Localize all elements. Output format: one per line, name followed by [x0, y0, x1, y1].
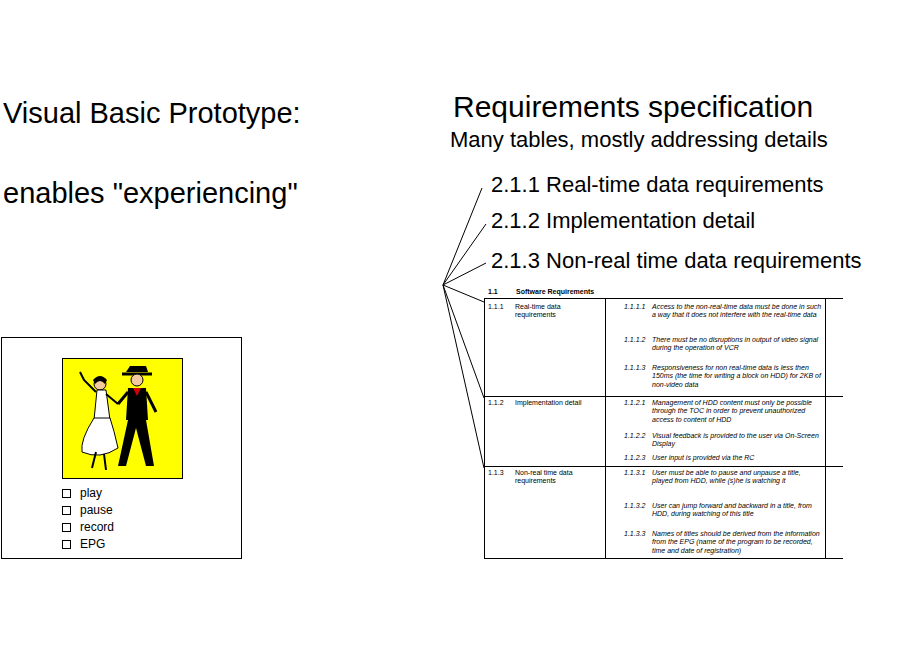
table-cell: User input is provided via the RC — [652, 454, 822, 462]
label-holder: Names of titles should be derived from t… — [652, 530, 822, 555]
table-cell: 1.1.3 — [488, 469, 504, 477]
checkbox — [63, 524, 71, 532]
label-holder: Management of HDD content must only be p… — [652, 399, 822, 424]
table-cell: 1.1.3.2 — [624, 502, 645, 510]
checkbox — [63, 490, 71, 498]
menu-item: record — [80, 519, 114, 536]
label-holder: 1.1.2.2 — [624, 432, 645, 440]
table-cell: 1.1.1.1 — [624, 303, 645, 311]
menu-item: EPG — [80, 536, 114, 553]
label-holder: 1.1.2.3 — [624, 454, 645, 462]
label-holder: 1.1.3.2 — [624, 502, 645, 510]
table-cell: Software Requirements — [516, 288, 594, 296]
label-holder: Real-time data requirements — [515, 303, 601, 320]
table-cell: 1.1.3.1 — [624, 469, 645, 477]
leader-line — [443, 188, 482, 285]
table-cell: 1.1.1.3 — [624, 364, 645, 372]
leader-line — [443, 263, 486, 285]
table-cell: 1.1.2.3 — [624, 454, 645, 462]
table-cell: User must be able to pause and unpause a… — [652, 469, 822, 486]
label-holder: User can jump forward and backward in a … — [652, 502, 822, 519]
table-cell: 1.1.1 — [488, 303, 504, 311]
label-holder: 1.1.3.1 — [624, 469, 645, 477]
label-holder: User must be able to pause and unpause a… — [652, 469, 822, 486]
label-holder: Non-real time data requirements — [515, 469, 601, 486]
section-label: 2.1.3 Non-real time data requirements — [491, 248, 862, 273]
label-holder: Requirements specification — [453, 90, 813, 125]
checkbox — [63, 507, 71, 515]
label-holder: 1.1.1.3 — [624, 364, 645, 372]
leader-line — [443, 224, 486, 285]
label-holder: 2.1.1 Real-time data requirements — [491, 172, 824, 197]
label-holder: User input is provided via the RC — [652, 454, 822, 462]
label-holder: 1.1.1.1 — [624, 303, 645, 311]
label-holder: 1.1.3.3 — [624, 530, 645, 538]
table-cell: 1.1 — [488, 288, 498, 296]
section-label: 2.1.2 Implementation detail — [491, 208, 755, 233]
label-holder: enables "experiencing" — [3, 177, 298, 210]
prototype-window: playpauserecordEPG — [1, 337, 242, 559]
table-cell: 1.1.1.2 — [624, 336, 645, 344]
heading-text: enables "experiencing" — [3, 177, 298, 210]
dancers-illustration — [63, 359, 183, 479]
table-cell: Names of titles should be derived from t… — [652, 530, 822, 555]
table-cell: Visual feedback is provided to the user … — [652, 432, 822, 449]
leader-line — [443, 285, 484, 302]
checkbox — [63, 541, 71, 549]
label-holder: 1.1 — [488, 288, 498, 296]
table-cell: Non-real time data requirements — [515, 469, 601, 486]
leader-line — [443, 285, 484, 398]
menu-list: playpauserecordEPG — [80, 485, 114, 553]
table-cell: Implementation detail — [515, 399, 601, 407]
leader-line — [443, 285, 484, 468]
table-cell: 1.1.2.1 — [624, 399, 645, 407]
label-holder: 1.1.1.2 — [624, 336, 645, 344]
table-grid — [484, 298, 843, 559]
table-cell: Management of HDD content must only be p… — [652, 399, 822, 424]
table-cell: Responsiveness for non real-time data is… — [652, 364, 822, 389]
label-holder: 1.1.3 — [488, 469, 504, 477]
label-holder: 1.1.2 — [488, 399, 504, 407]
label-holder: Software Requirements — [516, 288, 594, 296]
table-cell: User can jump forward and backward in a … — [652, 502, 822, 519]
table-cell: 1.1.3.3 — [624, 530, 645, 538]
label-holder: 1.1.2.1 — [624, 399, 645, 407]
table-cell: Real-time data requirements — [515, 303, 601, 320]
checkbox-column — [60, 485, 80, 557]
label-holder: Access to the non-real-time data must be… — [652, 303, 822, 320]
label-holder: There must be no disruptions in output o… — [652, 336, 822, 353]
fan-lines — [443, 188, 486, 468]
subheading-text: Many tables, mostly addressing details — [450, 127, 828, 152]
label-holder: Visual Basic Prototype: — [3, 97, 301, 130]
section-label: 2.1.1 Real-time data requirements — [491, 172, 824, 197]
heading-text: Requirements specification — [453, 90, 813, 125]
table-cell: 1.1.2 — [488, 399, 504, 407]
label-holder: Visual feedback is provided to the user … — [652, 432, 822, 449]
menu-item: play — [80, 485, 114, 502]
label-holder: Responsiveness for non real-time data is… — [652, 364, 822, 389]
menu-item: pause — [80, 502, 114, 519]
label-holder: 1.1.1 — [488, 303, 504, 311]
table-cell: 1.1.2.2 — [624, 432, 645, 440]
heading-text: Visual Basic Prototype: — [3, 97, 301, 130]
table-cell: There must be no disruptions in output o… — [652, 336, 822, 353]
table-cell: Access to the non-real-time data must be… — [652, 303, 822, 320]
label-holder: Implementation detail — [515, 399, 601, 407]
label-holder: 2.1.2 Implementation detail — [491, 208, 755, 233]
label-holder: 2.1.3 Non-real time data requirements — [491, 248, 862, 273]
label-holder: Many tables, mostly addressing details — [450, 127, 828, 152]
